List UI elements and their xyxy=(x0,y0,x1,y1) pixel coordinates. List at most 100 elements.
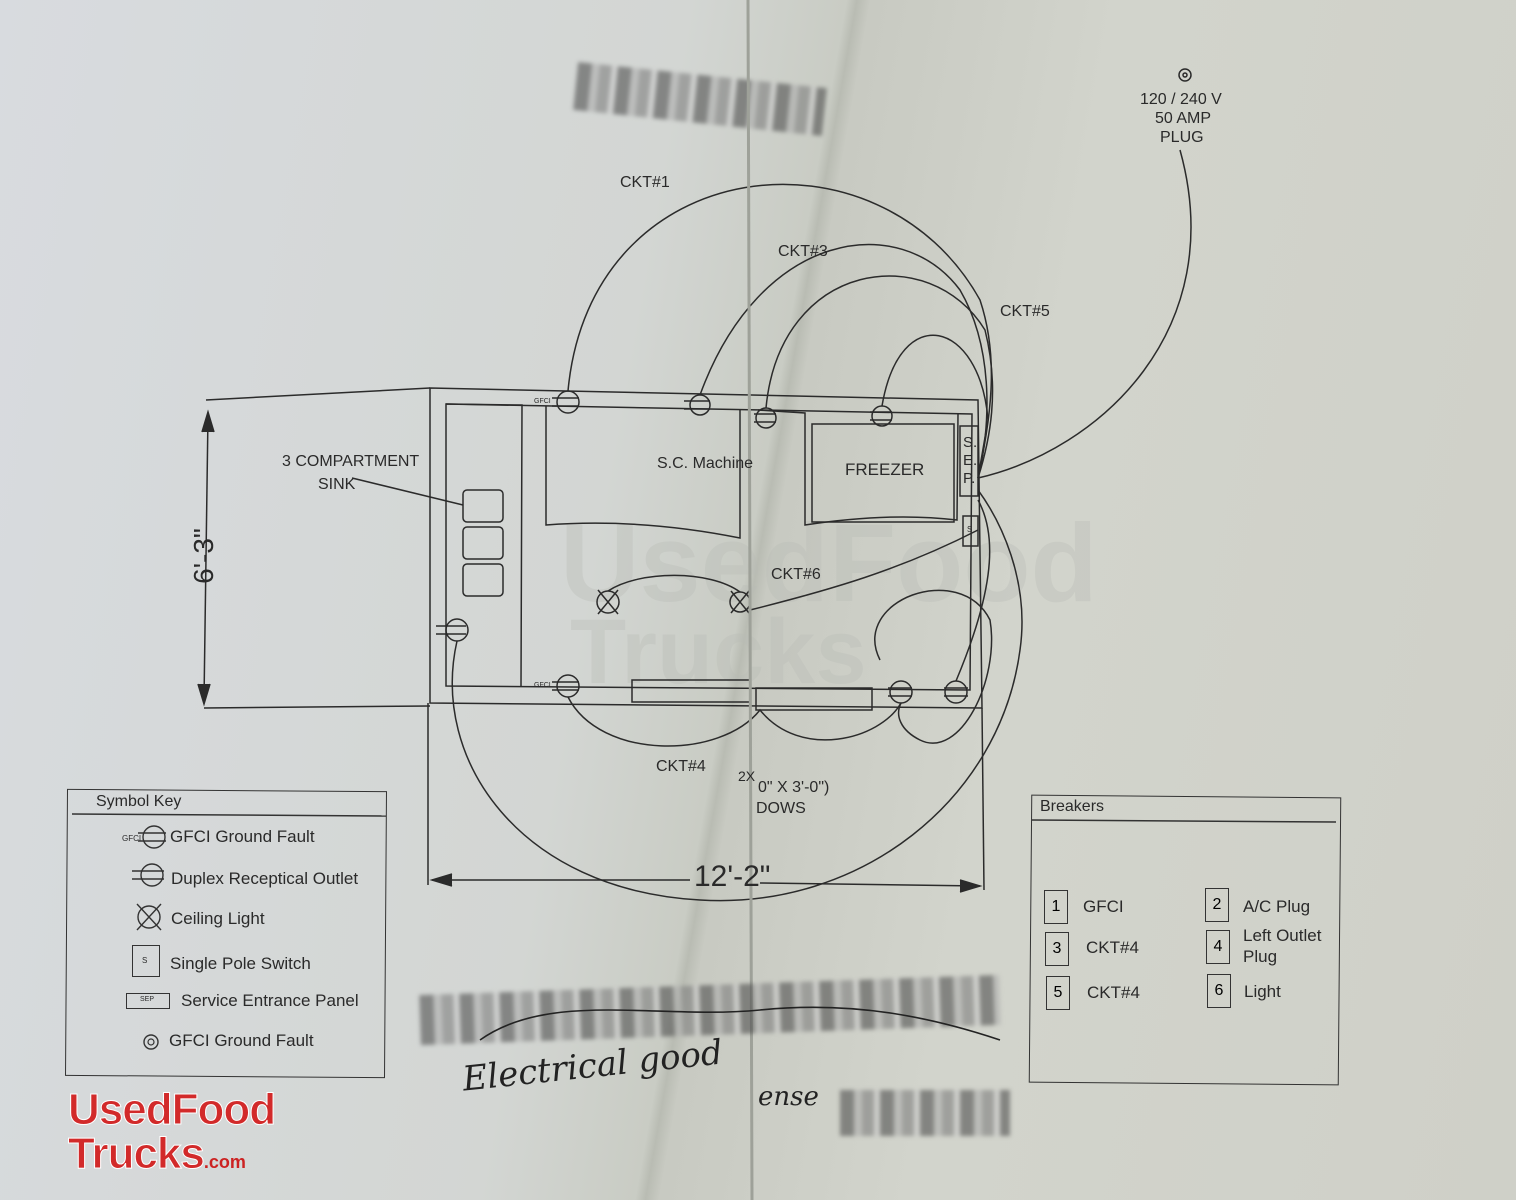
handwritten-license: ense xyxy=(758,1082,819,1112)
key-label-switch: Single Pole Switch xyxy=(170,954,311,973)
gfci-tag-top: GFCI xyxy=(534,398,551,405)
outlet-top-mid xyxy=(684,394,711,416)
ceiling-light-right xyxy=(729,590,751,614)
wire-ckt6-lights xyxy=(607,574,741,593)
plug-icon xyxy=(1178,68,1192,82)
switch-icon xyxy=(132,945,160,977)
plug-voltage: 120 / 240 V xyxy=(1140,91,1222,108)
dim-width-ext-right xyxy=(981,707,985,891)
plug-amps: 50 AMP xyxy=(1155,110,1212,127)
dim-width-arrow-right xyxy=(959,879,983,893)
window-left xyxy=(631,679,751,703)
dim-height-arrow-top xyxy=(201,409,215,433)
breaker-num-5: 5 xyxy=(1046,976,1070,1010)
breaker-label-3: CKT#4 xyxy=(1086,938,1139,957)
key-panel-tag: SEP xyxy=(140,996,155,1003)
breaker-num-4: 4 xyxy=(1206,930,1230,964)
machine-counter xyxy=(545,406,741,539)
sink-label: 3 COMPARTMENT xyxy=(282,453,420,470)
outlet-bottom-right2 xyxy=(944,680,968,704)
freezer-box xyxy=(811,423,955,523)
width-dimension: 12'-2" xyxy=(694,860,771,893)
ceiling-light-icon xyxy=(136,903,162,931)
key-gfci-tag: GFCI xyxy=(122,834,142,843)
sink-basin-2 xyxy=(462,526,504,560)
sink-basin-3 xyxy=(462,563,504,597)
circuit-label-3: CKT#3 xyxy=(778,243,828,260)
dim-height-arrow-bottom xyxy=(197,683,211,707)
wire-ckt4d xyxy=(955,499,991,682)
outlet-gfci-top xyxy=(552,390,580,414)
signature-underline xyxy=(479,1006,1001,1041)
plug-label: PLUG xyxy=(1160,129,1204,146)
gfci-outlet-icon xyxy=(138,825,166,849)
dim-height-ext-bottom xyxy=(203,705,431,709)
switch-label: S xyxy=(967,525,973,534)
sink-leader xyxy=(351,477,464,506)
height-dimension: 6'-3" xyxy=(187,528,219,584)
wire-ckt6 xyxy=(749,529,979,611)
wire-ckt3 xyxy=(699,243,988,479)
breaker-num-3: 3 xyxy=(1045,932,1069,966)
symbol-key-title: Symbol Key xyxy=(96,793,182,810)
ceiling-light-left xyxy=(596,589,620,615)
windows-label-1: 2X xyxy=(738,768,756,784)
breaker-label-6: Light xyxy=(1244,982,1281,1001)
circuit-label-4: CKT#4 xyxy=(656,758,706,775)
watermark-line2: Trucks xyxy=(570,601,867,703)
logo-line2: Trucks xyxy=(68,1129,206,1178)
machine-label: S.C. Machine xyxy=(657,455,754,472)
breaker-num-1: 1 xyxy=(1044,890,1068,924)
circuit-label-5: CKT#5 xyxy=(1000,303,1050,320)
gfci-tag-bottom: GFCI xyxy=(534,682,551,689)
logo-suffix: .com xyxy=(203,1152,246,1172)
breaker-num-2: 2 xyxy=(1205,888,1229,922)
breakers-rule xyxy=(1032,819,1337,823)
switch-box xyxy=(962,515,979,547)
outlet-bottom-right1 xyxy=(888,680,913,704)
sep-panel xyxy=(959,425,979,497)
dim-height-line xyxy=(203,414,209,701)
logo-line1: UsedFood xyxy=(67,1085,276,1134)
key-label-panel: Service Entrance Panel xyxy=(181,991,359,1010)
sink-basin-1 xyxy=(462,489,504,523)
wire-ckt5 xyxy=(881,334,989,479)
ground-fault-circle-icon xyxy=(143,1034,159,1050)
dim-width-line xyxy=(432,879,981,887)
key-label-ground: GFCI Ground Fault xyxy=(169,1031,314,1050)
wire-ckt3b xyxy=(765,275,994,479)
usedfoodtrucks-logo: UsedFood Trucks.com xyxy=(67,1085,276,1178)
outlet-gfci-bottom xyxy=(552,674,580,698)
sep-label: S. E. P. xyxy=(963,434,978,487)
key-label-gfci: GFCI Ground Fault xyxy=(170,827,315,846)
sink-cabinet xyxy=(445,403,523,687)
breaker-num-6: 6 xyxy=(1207,974,1231,1008)
circuit-label-1: CKT#1 xyxy=(620,174,670,191)
breaker-label-4: Left Outlet Plug xyxy=(1243,926,1322,966)
circuit-label-6: CKT#6 xyxy=(771,566,821,583)
wire-plug xyxy=(977,149,1192,479)
trailer-inner xyxy=(445,403,973,691)
outlet-top-right2 xyxy=(870,405,893,427)
breakers-title: Breakers xyxy=(1040,798,1105,815)
dim-width-arrow-left xyxy=(429,873,453,887)
outlet-left-wall xyxy=(436,618,469,642)
wire-ckt4c xyxy=(874,589,993,744)
redacted-license xyxy=(840,1090,1010,1136)
symbol-key-rule xyxy=(72,813,387,817)
breaker-label-2: A/C Plug xyxy=(1243,897,1311,916)
wire-ckt4 xyxy=(451,489,1023,902)
freezer-label: FREEZER xyxy=(845,460,925,479)
duplex-outlet-icon xyxy=(132,863,164,887)
service-panel-icon xyxy=(126,993,170,1009)
counter-right xyxy=(757,409,959,526)
breaker-label-1: GFCI xyxy=(1083,897,1124,916)
breaker-label-5: CKT#4 xyxy=(1087,983,1140,1002)
key-switch-tag: S xyxy=(142,956,148,965)
sink-label-2: SINK xyxy=(318,476,356,493)
trailer-outline xyxy=(429,387,983,709)
windows-label-3: DOWS xyxy=(756,800,806,817)
windows-label-2: 0" X 3'-0") xyxy=(758,779,830,796)
